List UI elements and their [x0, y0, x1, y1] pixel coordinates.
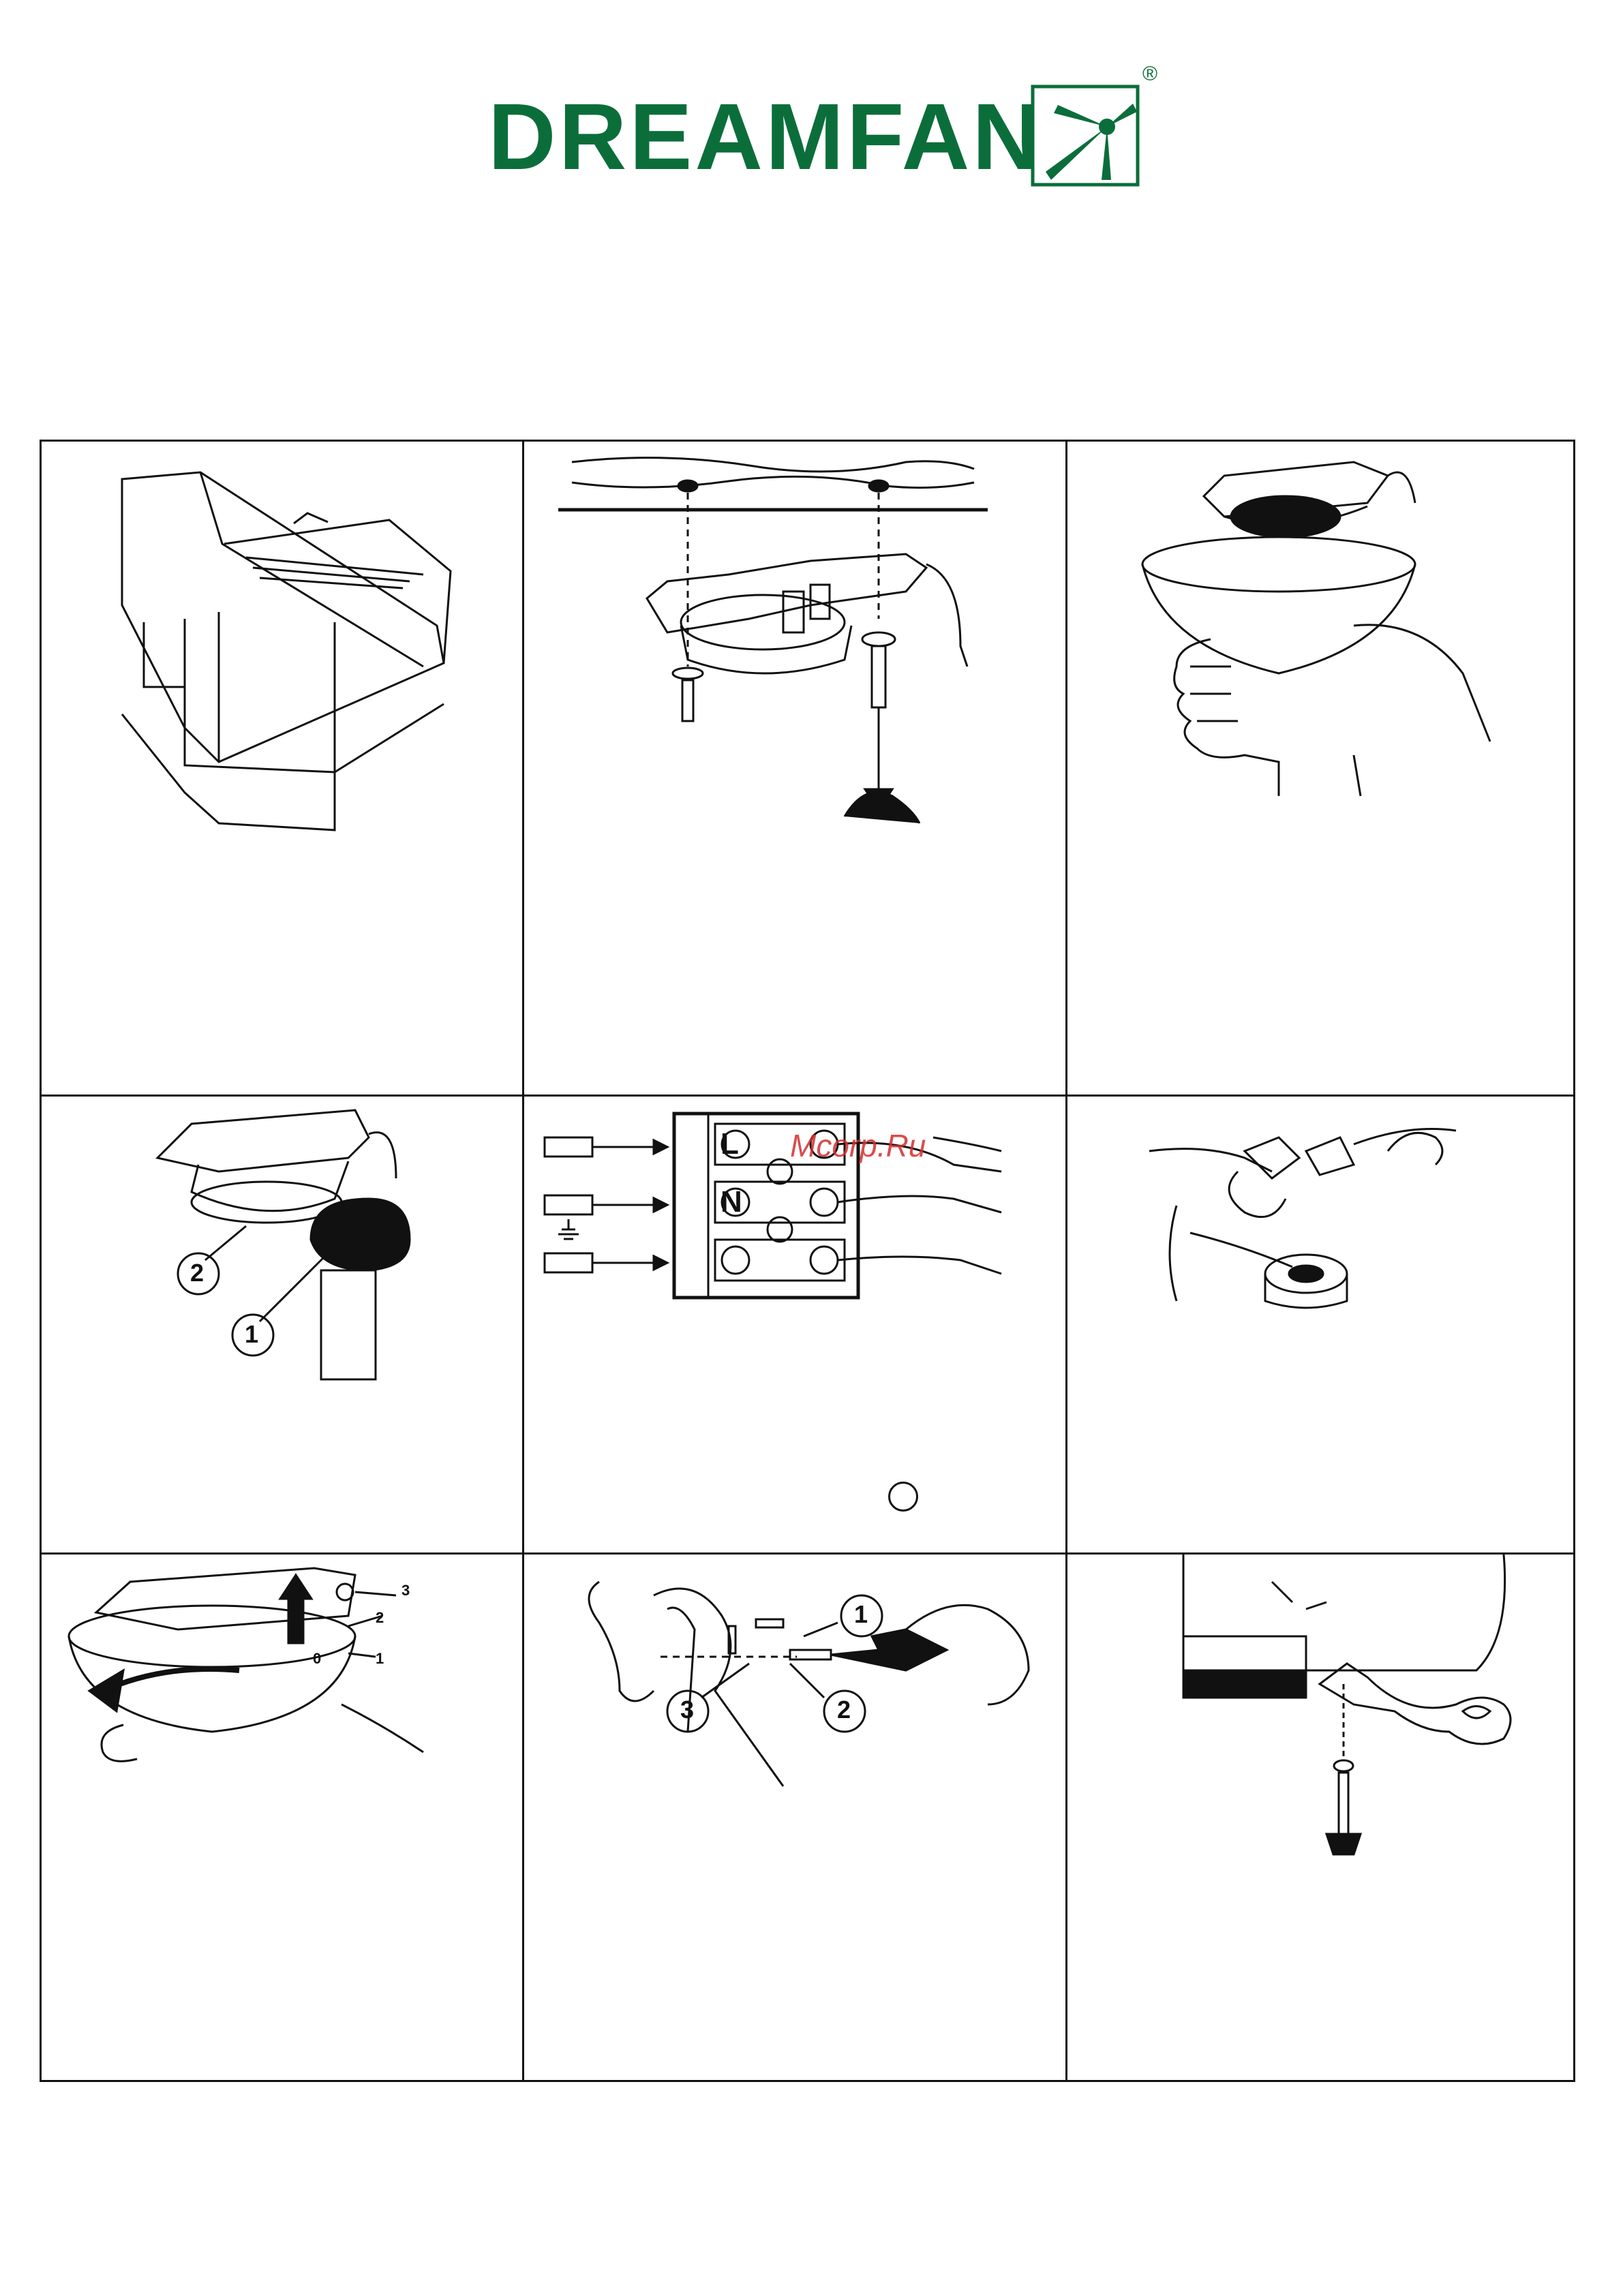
watermark: Mcorp.Ru	[790, 1127, 926, 1164]
panel-3	[1067, 442, 1573, 1095]
fan-box-icon	[42, 442, 522, 1095]
wire-connector-icon	[1067, 1097, 1573, 1552]
terminal-L: L	[721, 1127, 739, 1161]
callout-2: 2	[837, 1696, 851, 1724]
callout-3: 3	[680, 1696, 694, 1724]
terminal-block-icon	[524, 1097, 1065, 1552]
panel-8: 1 3 2	[524, 1555, 1065, 2080]
callout-1: 1	[245, 1320, 258, 1349]
callout-1: 1	[854, 1600, 868, 1629]
brand-logo: DREAMFAN ®	[488, 63, 1163, 192]
canopy-rotate-icon	[42, 1555, 522, 2080]
brand-name: DREAMFAN	[488, 90, 1043, 184]
callout-0: 0	[313, 1650, 321, 1668]
terminal-N: N	[721, 1185, 742, 1219]
registered-mark: ®	[1142, 63, 1157, 86]
panel-2	[524, 442, 1065, 1095]
callout-1: 1	[376, 1650, 384, 1668]
callout-3: 3	[401, 1582, 410, 1599]
callout-2: 2	[376, 1609, 384, 1627]
panel-9	[1067, 1555, 1573, 2080]
panel-1	[42, 442, 522, 1095]
panel-6	[1067, 1097, 1573, 1552]
fan-logo-icon	[1031, 85, 1140, 187]
earth-icon	[888, 1482, 918, 1512]
ceiling-bracket-mounting-icon	[524, 442, 1065, 1095]
instruction-grid: 2 1	[40, 440, 1575, 2082]
blade-arm-attach-icon	[1067, 1555, 1573, 2080]
panel-4: 2 1	[42, 1097, 522, 1552]
canopy-lift-icon	[1067, 442, 1573, 1095]
panel-7: 3 2 0 1	[42, 1555, 522, 2080]
bracket-ball-joint-icon	[42, 1097, 522, 1552]
callout-2: 2	[190, 1259, 204, 1287]
blade-screw-icon	[524, 1555, 1065, 2080]
panel-5: L N Mcorp.Ru	[524, 1097, 1065, 1552]
